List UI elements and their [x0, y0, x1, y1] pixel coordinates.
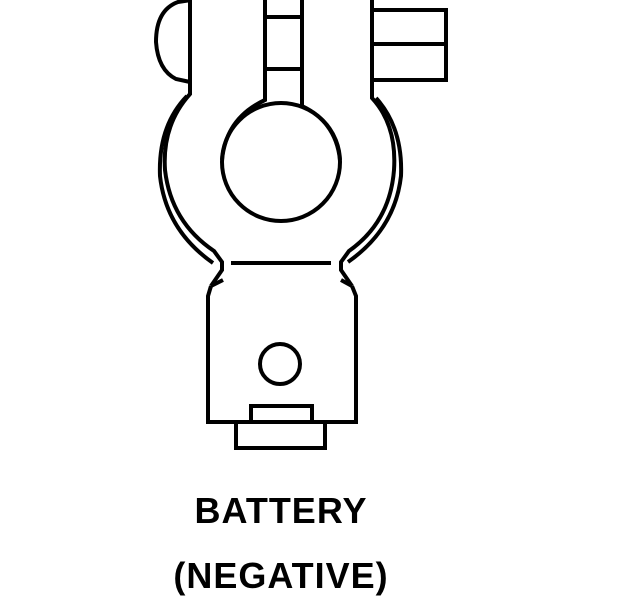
strap-rivet [258, 342, 302, 386]
strap-top-right-chamfer [340, 278, 353, 288]
connector-tab-top [249, 404, 314, 424]
caption-title: BATTERY [194, 490, 368, 531]
caption-subtitle: (NEGATIVE) [173, 555, 389, 596]
connector-tab-bottom [234, 420, 327, 450]
clamp-body [162, 0, 397, 288]
post-hole [220, 101, 342, 223]
battery-terminal-drawing [153, 0, 448, 450]
strap-top-left-chamfer [210, 278, 224, 288]
bolt-head [153, 0, 192, 84]
cable-strap [206, 285, 358, 424]
clamp-flange-left [157, 94, 215, 265]
clamp-flange-right [346, 96, 404, 264]
